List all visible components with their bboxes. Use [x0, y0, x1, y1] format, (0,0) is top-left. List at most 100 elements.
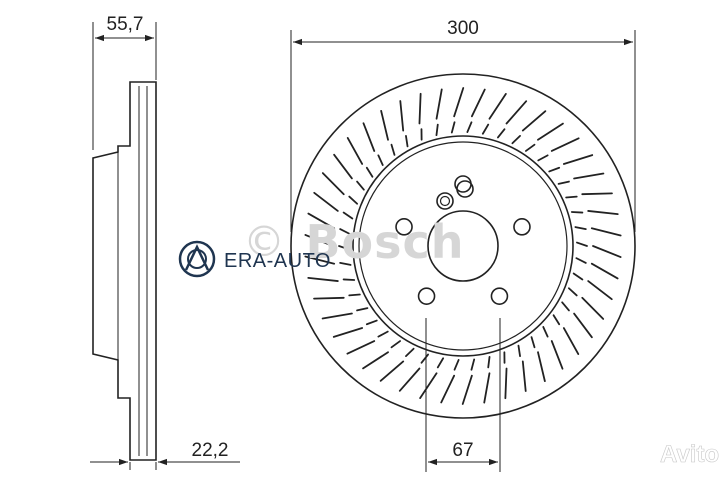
thickness-dimension-label: 22,2: [192, 440, 229, 461]
bolt-hole: [490, 287, 509, 305]
vent-slot: [342, 211, 354, 220]
vent-slot: [453, 359, 460, 371]
vent-slot: [483, 372, 491, 404]
bolt-hole: [395, 218, 413, 236]
avito-watermark: Avito: [660, 441, 719, 468]
vent-slot: [399, 100, 405, 132]
vent-slot: [348, 195, 359, 205]
vent-slot: [592, 245, 622, 258]
locating-hole-inner: [439, 195, 451, 207]
vent-slot: [356, 180, 365, 191]
vent-slot: [537, 122, 564, 141]
vent-slot: [380, 109, 389, 141]
vent-slot: [338, 245, 350, 251]
vent-slot: [390, 340, 401, 349]
bolt-hole: [417, 287, 436, 305]
vent-slot: [377, 330, 389, 338]
vent-slot: [590, 262, 619, 280]
vent-slot: [581, 192, 613, 196]
vent-slot: [321, 312, 353, 320]
vent-slot: [461, 374, 473, 405]
vent-slot: [505, 100, 528, 125]
disc-outer-circle: [290, 73, 636, 419]
vent-slot: [542, 326, 549, 338]
vent-slot: [470, 88, 486, 118]
vent-slot: [346, 340, 376, 355]
vent-slot: [504, 367, 508, 400]
vent-slot: [332, 327, 364, 338]
vent-slot: [435, 123, 439, 137]
vent-slot: [377, 154, 384, 166]
width-dimension-label: 55,7: [107, 14, 144, 35]
bolt-holes: [395, 175, 531, 305]
vent-slot: [450, 121, 456, 134]
vent-slot: [440, 374, 456, 404]
vent-slot: [557, 180, 570, 185]
vent-slot: [590, 227, 622, 237]
hub-dimension-label: 67: [452, 440, 473, 461]
front-view: [290, 30, 636, 472]
vent-slot: [390, 143, 396, 156]
vent-slot: [339, 261, 352, 266]
vent-slot: [570, 211, 584, 214]
vent-slot: [481, 123, 490, 135]
hat-circle: [358, 141, 568, 351]
vent-slot: [342, 278, 356, 281]
side-view: [90, 22, 240, 470]
era-auto-watermark: ERA-AUTO: [224, 250, 331, 272]
vent-slot: [576, 241, 588, 247]
vent-slot: [587, 280, 613, 301]
vent-slot: [405, 347, 415, 357]
vent-slot: [304, 255, 336, 265]
vent-slot: [333, 153, 353, 180]
vent-slot: [511, 135, 521, 145]
bolt-hole: [513, 218, 531, 236]
locating-hole: [436, 192, 454, 210]
vent-slot: [362, 351, 389, 370]
vent-slot: [552, 314, 561, 326]
vent-slot: [307, 212, 336, 230]
vent-slot: [453, 87, 465, 118]
vent-slot: [346, 137, 364, 165]
bosch-watermark: Bosch: [305, 215, 464, 269]
vent-slot: [497, 128, 506, 139]
vent-slot: [398, 367, 421, 392]
vent-slot: [307, 276, 339, 282]
center-bore-circle: [427, 210, 499, 282]
vent-slot: [537, 154, 549, 162]
vent-slot: [530, 336, 536, 349]
vent-slot: [420, 353, 429, 364]
vent-slot: [550, 137, 580, 152]
vent-slot: [313, 296, 345, 300]
vent-slot: [521, 360, 527, 392]
vent-slot: [466, 121, 473, 133]
vent-slot: [418, 92, 422, 125]
vent-slot: [304, 234, 334, 247]
vent-slot: [565, 195, 578, 199]
vent-slot: [419, 372, 438, 399]
vent-slot: [436, 357, 445, 369]
vent-slot: [339, 228, 351, 235]
vent-slot: [567, 287, 578, 297]
vent-slot: [470, 358, 476, 371]
friction-ring-inner-circle: [352, 135, 574, 357]
vent-slot: [561, 301, 570, 312]
vent-slot: [356, 307, 369, 312]
locating-hole: [456, 180, 474, 198]
vent-slot: [405, 135, 409, 148]
vent-slot: [487, 355, 491, 369]
vent-slot: [321, 172, 345, 196]
vent-slot: [435, 88, 443, 120]
diameter-dimension-label: 300: [447, 18, 479, 39]
vent-slot: [313, 191, 339, 212]
vent-slot: [362, 122, 376, 152]
vent-slot: [521, 110, 547, 132]
vent-slot: [550, 340, 564, 370]
vent-slot: [572, 272, 584, 281]
vent-slot: [379, 360, 405, 382]
vent-slot: [562, 154, 594, 165]
ventilation-slots: [304, 87, 622, 405]
vent-slot: [581, 296, 605, 320]
vent-slot: [587, 210, 619, 216]
vent-slot: [517, 344, 521, 357]
